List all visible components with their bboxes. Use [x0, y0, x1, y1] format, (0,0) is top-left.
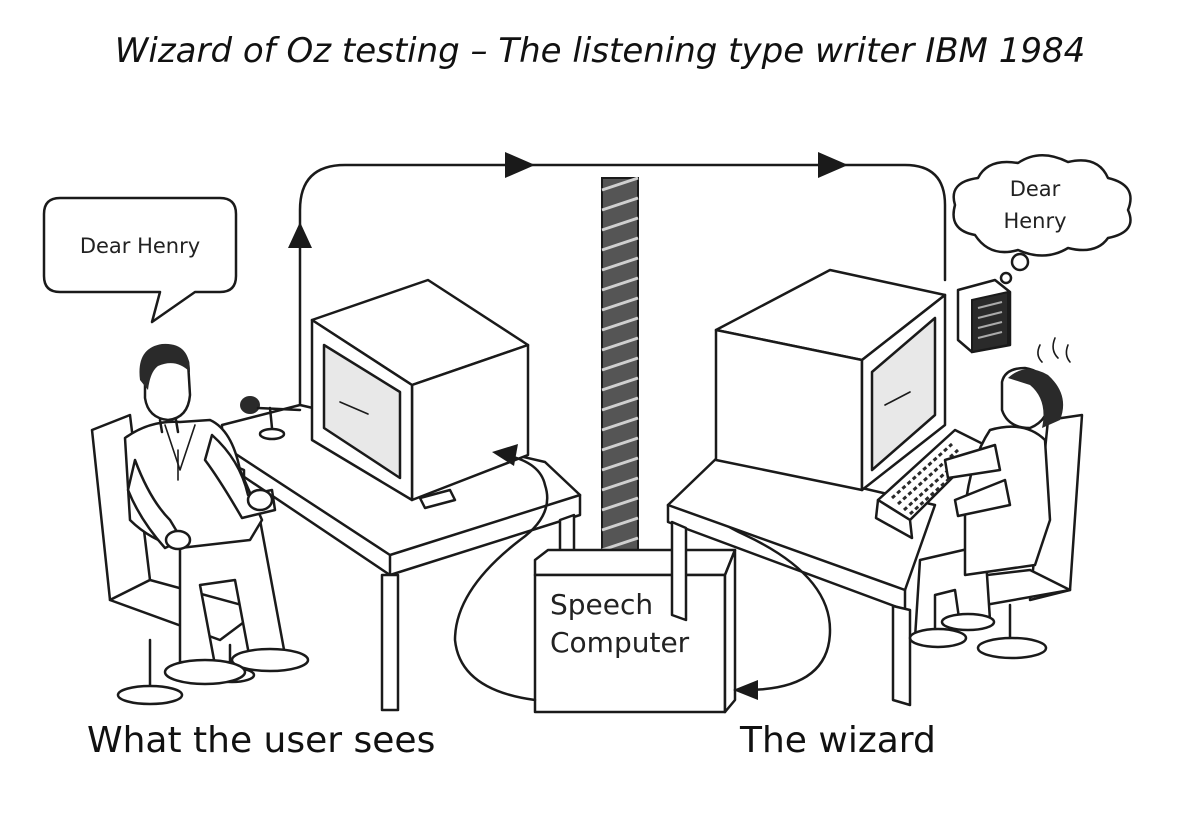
- wizard-person: [908, 337, 1071, 649]
- wizard-thought-line-1: Dear: [1010, 177, 1061, 201]
- wizard-thought-bubble: Dear Henry: [952, 154, 1132, 285]
- speech-computer-label-line-1: Speech: [550, 588, 653, 621]
- caption-wizard-side: The wizard: [739, 720, 936, 761]
- arrow-up-icon: [288, 222, 312, 248]
- microphone-icon: [240, 396, 302, 441]
- arrow-right-icon: [505, 152, 535, 178]
- user-speech-bubble: Dear Henry: [42, 196, 238, 324]
- speech-computer: Speech Computer: [533, 548, 737, 714]
- user-monitor: [310, 278, 530, 510]
- wizard-keyboard: [874, 428, 987, 540]
- arrow-left-icon: [733, 680, 758, 700]
- arrow-right-icon: [818, 152, 848, 178]
- caption-user-side: What the user sees: [87, 720, 435, 761]
- wizard-thought-line-2: Henry: [1003, 209, 1066, 233]
- signal-wire: [288, 152, 947, 407]
- wizard-device: [956, 278, 1012, 354]
- arrow-left-icon: [492, 444, 518, 466]
- user-person: [123, 343, 310, 686]
- speech-computer-label-line-2: Computer: [550, 626, 690, 659]
- partition-wall: [601, 176, 639, 552]
- diagram-title: Wizard of Oz testing – The listening typ…: [115, 31, 1085, 71]
- user-speech-text: Dear Henry: [80, 234, 200, 258]
- wizard-desk: [666, 453, 937, 707]
- wizard-monitor: [714, 268, 947, 492]
